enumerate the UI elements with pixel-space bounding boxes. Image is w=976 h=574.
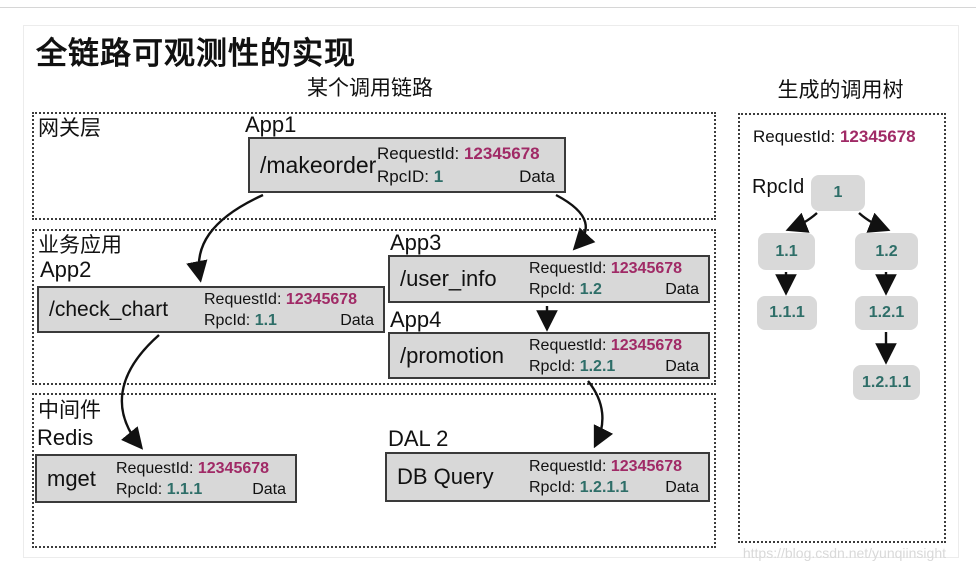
business-layer-label: 业务应用 [38, 234, 122, 257]
endpoint-path: /check_chart [49, 297, 169, 321]
request-id-label: RequestId: [529, 260, 607, 277]
rpc-id-value: 1 [433, 167, 444, 186]
rpc-id-label: RpcId: [529, 479, 576, 496]
trace-info: RequestId: 12345678 RpcID: 1 Data [377, 139, 564, 191]
endpoint-path: /makeorder [260, 151, 377, 178]
rpc-id-value: 1.1 [254, 311, 277, 329]
data-label: Data [340, 311, 374, 329]
request-id-value: 12345678 [197, 459, 270, 477]
app3-label: App3 [390, 230, 442, 255]
app1-label: App1 [245, 112, 297, 137]
endpoint-path: DB Query [397, 464, 494, 489]
middleware-layer-box [32, 393, 716, 548]
rpc-id-value: 1.1.1 [166, 480, 203, 498]
gateway-layer-label: 网关层 [38, 117, 101, 140]
rpc-id-label: RpcId: [204, 311, 251, 329]
rpc-id-label: RpcId: [529, 281, 576, 298]
rpc-id-label: RpcId: [116, 480, 163, 498]
node-box-promotion: /promotion RequestId: 12345678 RpcId: 1.… [388, 332, 710, 379]
endpoint-path: mget [47, 465, 96, 491]
request-id-value: 12345678 [610, 458, 683, 475]
call-chain-heading: 某个调用链路 [307, 77, 433, 100]
tree-node-1-2-1: 1.2.1 [855, 296, 918, 330]
rpc-id-value: 1.2.1 [579, 357, 616, 375]
tree-request-id-value: 12345678 [839, 127, 916, 146]
page-title: 全链路可观测性的实现 [36, 36, 356, 71]
rpc-id-label: RpcID: [377, 167, 429, 186]
request-id-label: RequestId: [529, 336, 607, 354]
data-label: Data [665, 281, 699, 298]
node-box-makeorder: /makeorder RequestId: 12345678 RpcID: 1 D… [248, 137, 566, 193]
node-box-user-info: /user_info RequestId: 12345678 RpcId: 1.… [388, 255, 710, 303]
gateway-layer-box [32, 112, 716, 220]
request-id-value: 12345678 [285, 290, 358, 308]
business-layer-box [32, 229, 716, 385]
node-box-check-chart: /check_chart RequestId: 12345678 RpcId: … [37, 286, 385, 333]
rpc-id-value: 1.2.1.1 [579, 479, 629, 496]
dal2-label: DAL 2 [388, 426, 449, 451]
tree-node-1-1-1: 1.1.1 [757, 296, 817, 330]
data-label: Data [252, 480, 286, 498]
tree-node-1-1: 1.1 [758, 233, 815, 270]
endpoint-path: /user_info [400, 266, 497, 291]
app4-label: App4 [390, 307, 442, 332]
endpoint-path: /promotion [400, 342, 504, 368]
watermark-url: https://blog.csdn.net/yunqiinsight [742, 545, 946, 561]
trace-info: RequestId: 12345678 RpcId: 1.1.1 Data [116, 456, 295, 501]
tree-request-id-label: RequestId: [753, 127, 836, 146]
data-label: Data [665, 357, 699, 375]
request-id-value: 12345678 [463, 144, 540, 163]
tree-request-id: RequestId: 12345678 [753, 127, 916, 147]
request-id-label: RequestId: [116, 459, 194, 477]
redis-label: Redis [37, 425, 94, 450]
tree-node-1-2-1-1: 1.2.1.1 [853, 365, 920, 400]
rpc-id-value: 1.2 [579, 281, 602, 298]
content-card-border [23, 25, 959, 558]
call-tree-panel [738, 113, 946, 543]
app2-label: App2 [40, 257, 92, 282]
trace-info: RequestId: 12345678 RpcId: 1.2.1 Data [529, 334, 708, 377]
request-id-label: RequestId: [204, 290, 282, 308]
request-id-value: 12345678 [610, 260, 683, 277]
tree-rpcid-label: RpcId [752, 176, 805, 198]
trace-info: RequestId: 12345678 RpcId: 1.2.1.1 Data [529, 454, 708, 500]
node-box-mget: mget RequestId: 12345678 RpcId: 1.1.1 Dat… [35, 454, 297, 503]
request-id-value: 12345678 [610, 336, 683, 354]
trace-info: RequestId: 12345678 RpcId: 1.1 Data [204, 288, 383, 331]
request-id-label: RequestId: [377, 144, 460, 163]
tree-node-1-2: 1.2 [855, 233, 918, 270]
rpc-id-label: RpcId: [529, 357, 576, 375]
top-hairline [0, 7, 976, 8]
tree-node-1: 1 [811, 175, 865, 211]
node-box-db-query: DB Query RequestId: 12345678 RpcId: 1.2.… [385, 452, 710, 502]
data-label: Data [519, 167, 555, 186]
middleware-layer-label: 中间件 [38, 399, 101, 422]
trace-info: RequestId: 12345678 RpcId: 1.2 Data [529, 257, 708, 301]
data-label: Data [665, 479, 699, 496]
call-tree-heading: 生成的调用树 [777, 79, 904, 102]
request-id-label: RequestId: [529, 458, 607, 475]
